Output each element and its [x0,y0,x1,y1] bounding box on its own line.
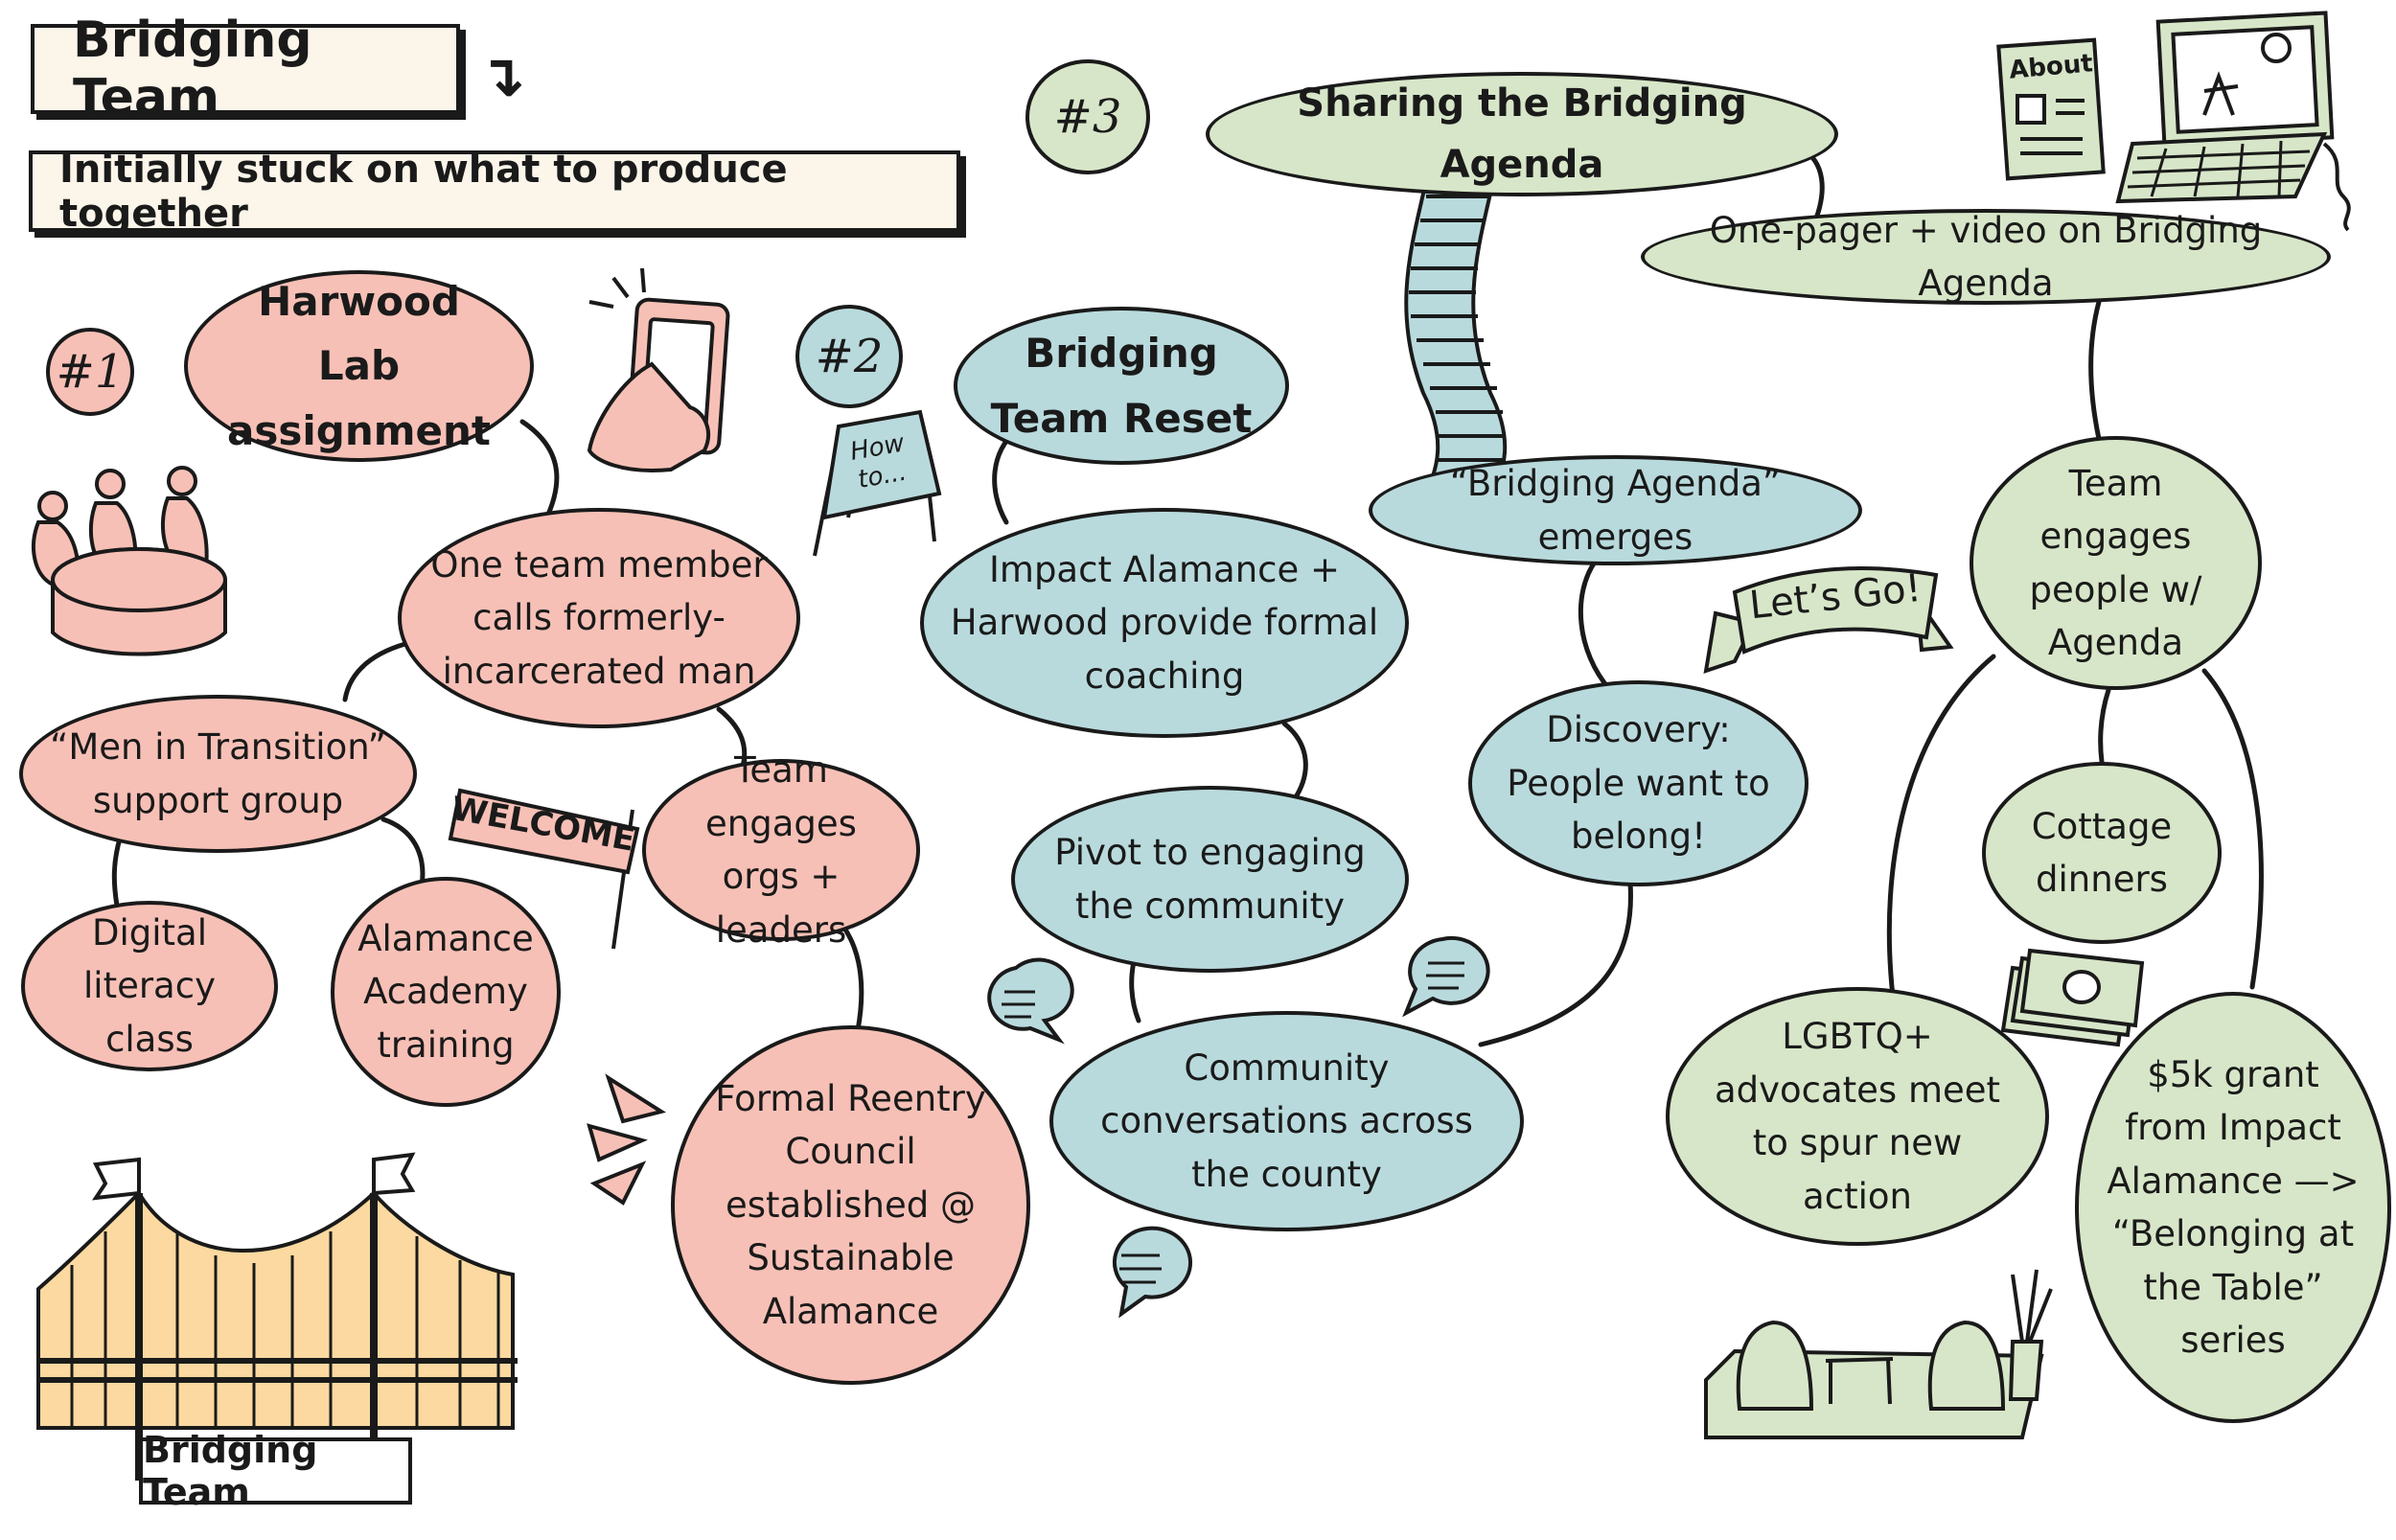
bridge-sign: Bridging Team [139,1429,412,1513]
page-title: Bridging Team [31,11,460,126]
step-1-badge: #1 [46,328,134,416]
connector-emerges-discovery [1578,558,1613,693]
node-calls-man: One team member calls formerly-incarcera… [398,508,800,728]
page-title-text: Bridging Team [73,11,312,126]
connector-men-academy [380,816,426,889]
page-subtitle: Initially stuck on what to produce toget… [29,148,960,236]
megaphone-icon [587,1073,667,1206]
node-impact-coaching: Impact Alamance + Harwood provide formal… [920,508,1409,738]
connector-men-digital [111,836,123,908]
node-alamance-academy: Alamance Academy training [331,877,561,1107]
node-one-pager: One-pager + video on Bridging Agenda [1641,209,2331,305]
flag-banner-icon [448,788,640,950]
step-2-badge: #2 [795,305,903,408]
connector-onepager-engages [2088,299,2102,442]
connector-engages-grant [2201,668,2264,990]
node-digital-literacy: Digital literacy class [21,901,278,1071]
node-reentry-council: Formal Reentry Council established @ Sus… [671,1025,1030,1385]
node-team-reset: Bridging Team Reset [954,307,1289,465]
document-icon [1996,37,2106,181]
node-grant: $5k grant from Impact Alamance —> “Belon… [2075,992,2391,1423]
node-lgbtq-advocates: LGBTQ+ advocates meet to spur new action [1666,987,2049,1246]
stairs-icon [1404,171,1508,500]
node-agenda-emerges: “Bridging Agenda” emerges [1369,455,1862,565]
phone-icon [587,267,730,472]
connector-engages-cottage [2098,687,2111,765]
node-team-engages-agenda: Team engages people w/ Agenda [1970,436,2262,690]
step-3-badge: #3 [1025,59,1150,174]
node-harwood-lab: Harwood Lab assignment [184,270,534,462]
bridge-icon [36,1152,518,1481]
connector-coaching-pivot [1281,721,1308,803]
sign-icon [813,409,942,557]
arrow-down-icon: ↴ [477,43,526,110]
connector-calls-men [342,639,415,702]
node-sharing-agenda: Sharing the Bridging Agenda [1206,72,1838,196]
node-community-conversations: Community conversations across the count… [1049,1011,1524,1231]
flag-banner-icon [1703,566,1954,674]
speech-bubble-icon [987,935,1490,1319]
page-subtitle-text: Initially stuck on what to produce toget… [59,147,788,236]
connector-conv-discovery [1478,869,1633,1047]
node-team-orgs: Team engages orgs + leaders [642,749,920,951]
money-icon [2000,948,2145,1047]
node-discovery: Discovery: People want to belong! [1468,680,1809,886]
node-pivot: Pivot to engaging the community [1011,786,1409,973]
meeting-table-icon [32,466,227,656]
laptop-icon [2115,11,2351,232]
couch-icon [1704,1269,2053,1439]
connector-engages-lgbtq [1886,654,1996,1000]
node-men-in-transition: “Men in Transition” support group [19,695,417,853]
node-cottage-dinners: Cottage dinners [1982,762,2222,944]
